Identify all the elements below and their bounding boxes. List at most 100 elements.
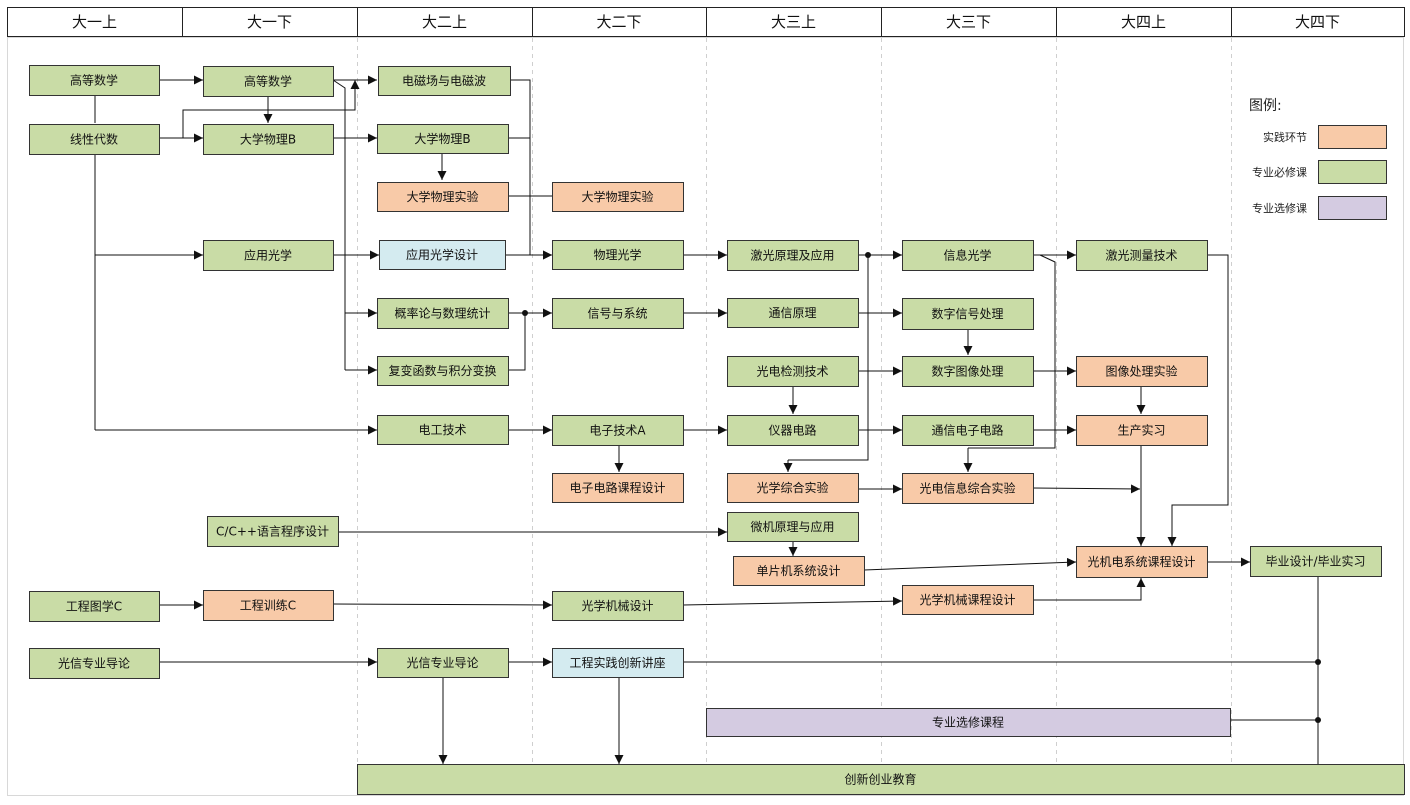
legend-title: 图例: (1249, 98, 1282, 114)
course-node: 激光原理及应用 (727, 240, 859, 271)
course-node: 光信专业导论 (29, 648, 160, 679)
course-node: 数字信号处理 (902, 298, 1034, 330)
course-node: 微机原理与应用 (727, 512, 859, 542)
junction-dot (865, 252, 871, 258)
course-box (29, 124, 160, 155)
course-box (377, 298, 509, 329)
legend-label: 专业选修课 (1252, 201, 1307, 215)
course-label: 概率论与数理统计 (394, 306, 490, 321)
course-box (902, 585, 1034, 615)
course-box (552, 182, 684, 212)
course-node: 大学物理实验 (377, 182, 509, 212)
junction-dot (1315, 659, 1321, 665)
course-label: 大学物理实验 (406, 189, 478, 204)
course-box (552, 240, 684, 270)
course-box (357, 764, 1405, 795)
arrow (1167, 254, 1229, 546)
course-label: 光机电系统课程设计 (1087, 554, 1195, 569)
legend-swatch (1318, 196, 1387, 220)
course-label: 光电检测技术 (756, 364, 828, 379)
course-box (727, 298, 859, 328)
course-box (1076, 240, 1208, 271)
course-node: 大学物理B (203, 124, 334, 155)
course-box (207, 516, 339, 547)
connector-line (788, 255, 869, 461)
course-node: 通信原理 (727, 298, 859, 328)
course-label: 工程实践创新讲座 (569, 655, 665, 670)
course-label: 光学机械设计 (581, 598, 653, 613)
arrow (863, 557, 1077, 571)
course-label: 通信电子电路 (931, 423, 1003, 438)
arrow (1032, 484, 1141, 494)
semester-label: 大三下 (946, 13, 991, 31)
course-node: 光学机械设计 (552, 591, 684, 621)
course-label: 光电信息综合实验 (919, 481, 1015, 496)
course-box (902, 240, 1034, 271)
course-node: 信息光学 (902, 240, 1034, 271)
course-box (1076, 415, 1208, 446)
course-node: 光学综合实验 (727, 473, 859, 503)
course-label: 单片机系统设计 (756, 564, 840, 578)
course-node: C/C++语言程序设计 (207, 516, 339, 547)
course-node: 大学物理B (377, 124, 509, 154)
course-box (203, 66, 334, 97)
course-node: 工程图学C (29, 591, 160, 622)
course-box (552, 473, 684, 503)
course-box (733, 556, 865, 586)
course-box (727, 512, 859, 542)
course-node: 电子技术A (552, 415, 684, 446)
course-node: 光信专业导论 (377, 648, 509, 678)
semester-cell (357, 7, 533, 37)
course-node: 图像处理实验 (1076, 356, 1208, 387)
arrow (682, 596, 903, 606)
course-node: 光电信息综合实验 (902, 473, 1034, 504)
semester-cell (706, 7, 882, 37)
course-label: 工程训练C (240, 598, 296, 613)
course-node: 线性代数 (29, 124, 160, 155)
course-node: 毕业设计/毕业实习 (1250, 546, 1382, 577)
course-box (727, 356, 859, 387)
course-label: 生产实习 (1117, 423, 1165, 438)
course-box (377, 648, 509, 678)
course-label: 光信专业导论 (58, 656, 130, 671)
course-label: 信号与系统 (587, 307, 647, 321)
course-label: 工程图学C (66, 599, 122, 614)
course-box (552, 415, 684, 446)
legend-swatch (1318, 160, 1387, 184)
semester-label: 大三上 (771, 13, 816, 31)
course-label: 大学物理实验 (581, 189, 653, 204)
course-box (902, 298, 1034, 330)
course-node: 概率论与数理统计 (377, 298, 509, 329)
semester-label: 大二上 (422, 13, 467, 31)
semester-cell (1231, 7, 1405, 37)
course-label: 复变函数与积分变换 (388, 363, 496, 378)
course-box (902, 356, 1034, 387)
course-label: 数字图像处理 (931, 364, 1003, 379)
course-node: 激光测量技术 (1076, 240, 1208, 271)
arrow (332, 600, 553, 610)
course-label: 光信专业导论 (406, 655, 478, 670)
legend-label: 专业必修课 (1252, 165, 1307, 179)
semester-label: 大一下 (247, 13, 292, 31)
junction-dot (522, 310, 528, 316)
course-node: 应用光学设计 (379, 240, 506, 270)
course-box (203, 240, 334, 271)
course-node: 高等数学 (29, 65, 160, 96)
course-label: 大学物理B (414, 131, 470, 146)
course-box (378, 66, 511, 96)
course-node: 光电检测技术 (727, 356, 859, 387)
course-box (727, 415, 859, 446)
course-label: 数字信号处理 (931, 306, 1003, 321)
arrow (510, 79, 552, 260)
course-node: 单片机系统设计 (733, 556, 865, 586)
semester-label: 大四上 (1121, 13, 1166, 31)
column-separators (357, 38, 1232, 795)
course-node: 大学物理实验 (552, 182, 684, 212)
course-node: 数字图像处理 (902, 356, 1034, 387)
course-box (29, 591, 160, 622)
course-box (727, 240, 859, 271)
course-label: 创新创业教育 (844, 772, 916, 787)
course-box (552, 648, 684, 678)
course-label: C/C++语言程序设计 (216, 524, 329, 539)
